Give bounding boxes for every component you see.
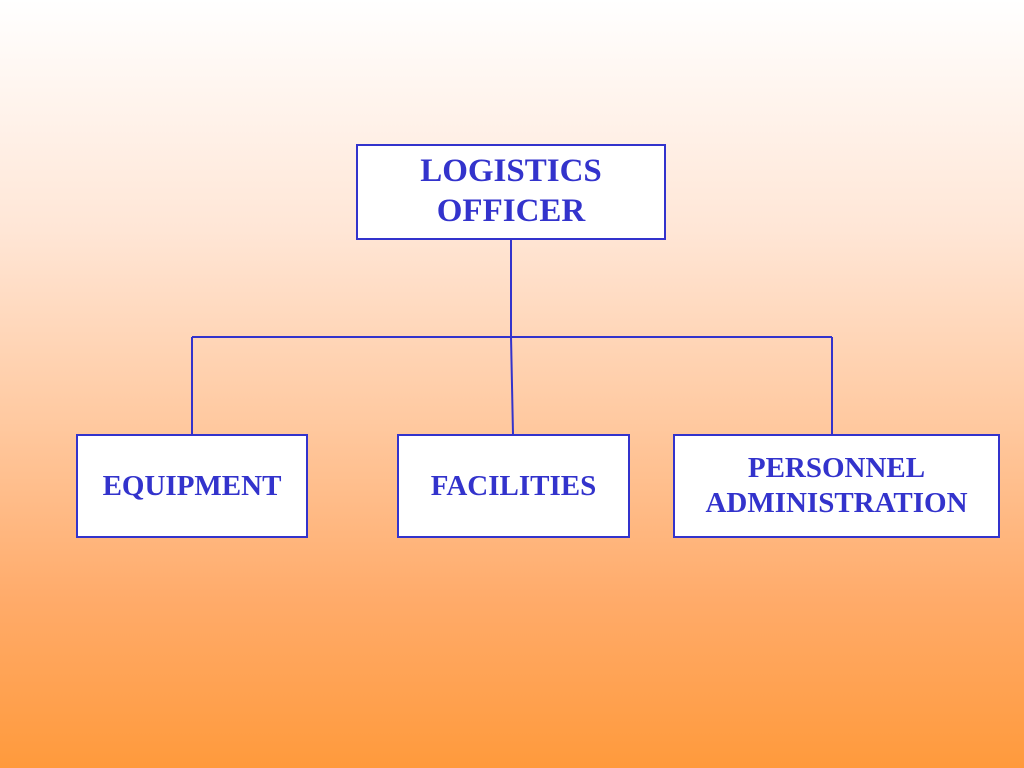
logistics-officer-box: LOGISTICS OFFICER — [356, 144, 666, 240]
personnel-administration-label: PERSONNEL ADMINISTRATION — [705, 452, 968, 519]
facilities-box: FACILITIES — [397, 434, 630, 538]
equipment-label: EQUIPMENT — [102, 469, 282, 502]
facilities-drop-line — [510, 336, 514, 435]
facilities-label: FACILITIES — [430, 469, 597, 502]
logistics-officer-label: LOGISTICS OFFICER — [420, 153, 602, 229]
personnel-administration-box: PERSONNEL ADMINISTRATION — [673, 434, 1000, 538]
equipment-box: EQUIPMENT — [76, 434, 308, 538]
